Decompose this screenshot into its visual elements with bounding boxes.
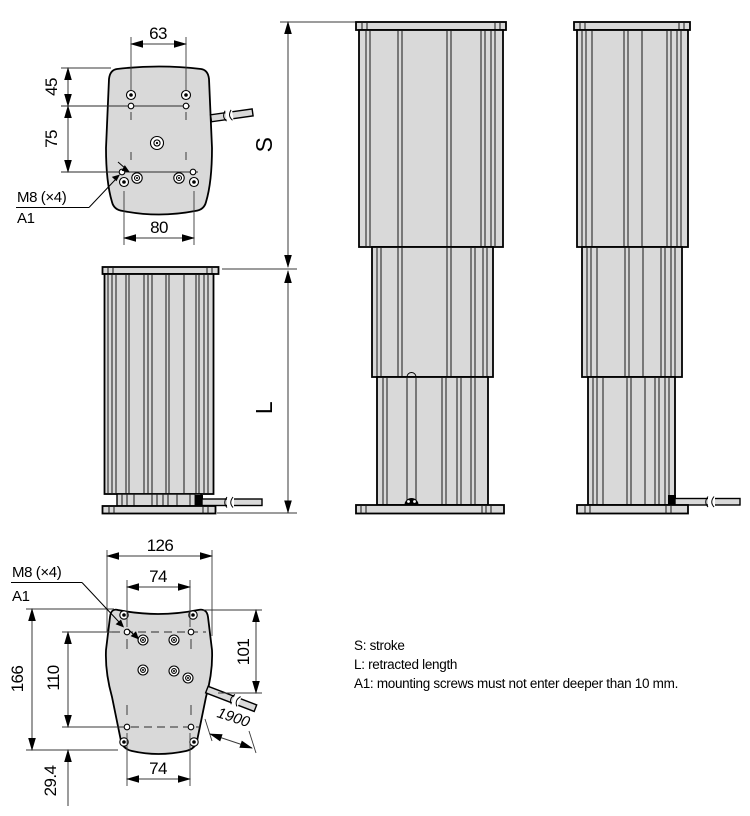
- stroke-symbol: S: [251, 137, 277, 152]
- extended-column-front-view: [355, 21, 507, 515]
- base-plate-bottom-view: 126 74 166 110 101: [8, 536, 262, 806]
- retracted-column-view: [101, 266, 263, 515]
- head-plate-top-view: 63 45 75 80 M8 (×4) A1: [16, 24, 254, 245]
- cable-gland: [195, 495, 203, 506]
- dim-110-text: 110: [44, 665, 63, 690]
- pilot-hole: [118, 102, 197, 176]
- dim-63-text: 63: [149, 24, 167, 43]
- dim-74-bottom-text: 74: [149, 759, 167, 778]
- extended-column-side-view: [573, 21, 741, 515]
- screw-callout-bottom-view: M8 (×4) A1: [11, 564, 139, 640]
- dim-75-text: 75: [42, 130, 61, 148]
- dimension-80: 80: [123, 191, 195, 245]
- dim-166-text: 166: [8, 666, 27, 693]
- ring-hole: [131, 135, 185, 184]
- dimension-45-75: 45 75: [42, 67, 111, 173]
- dim-80-text: 80: [150, 218, 168, 237]
- dim-74-top-text: 74: [149, 567, 167, 586]
- cable-gland-side: [668, 495, 676, 506]
- dimension-126: 126: [106, 536, 213, 636]
- cable-side-view: [674, 496, 741, 508]
- dimension-101: 101: [203, 609, 262, 694]
- dimension-110: 110: [44, 631, 118, 728]
- anchor-label: A1: [12, 588, 30, 605]
- dim-126-text: 126: [147, 536, 174, 555]
- dimension-1900-cable: 1900: [204, 704, 257, 754]
- cable-retracted-view: [201, 496, 263, 508]
- ring-hole: [137, 634, 194, 684]
- pilot-hole: [123, 628, 195, 731]
- retracted-length-symbol: L: [251, 401, 277, 414]
- dimension-74-top: 74: [126, 567, 191, 627]
- dim-101-text: 101: [234, 639, 253, 666]
- screw-label: M8 (×4): [17, 189, 67, 206]
- legend: S: stroke L: retracted length A1: mounti…: [354, 638, 678, 691]
- anchor-label: A1: [17, 210, 35, 227]
- dimension-74-bottom: 74: [126, 733, 191, 786]
- cable-top-view: [209, 108, 254, 123]
- dimension-63: 63: [130, 24, 187, 90]
- corner-screw-hole: [119, 610, 199, 747]
- legend-retracted: L: retracted length: [354, 657, 457, 672]
- stroke-length-dimension: S L: [217, 21, 356, 514]
- dim-29-4-text: 29.4: [41, 766, 60, 797]
- dimension-166: 166: [8, 608, 118, 751]
- screw-hole: [118, 89, 200, 188]
- dimension-29-4: 29.4: [41, 749, 72, 806]
- dim-45-text: 45: [42, 78, 61, 96]
- screw-callout-top-view: M8 (×4) A1: [16, 161, 130, 227]
- legend-mounting: A1: mounting screws must not enter deepe…: [354, 676, 678, 691]
- cable-channel-notch: [406, 372, 417, 378]
- legend-stroke: S: stroke: [354, 638, 405, 653]
- cable-gland-front: [404, 498, 419, 505]
- screw-label: M8 (×4): [12, 564, 62, 581]
